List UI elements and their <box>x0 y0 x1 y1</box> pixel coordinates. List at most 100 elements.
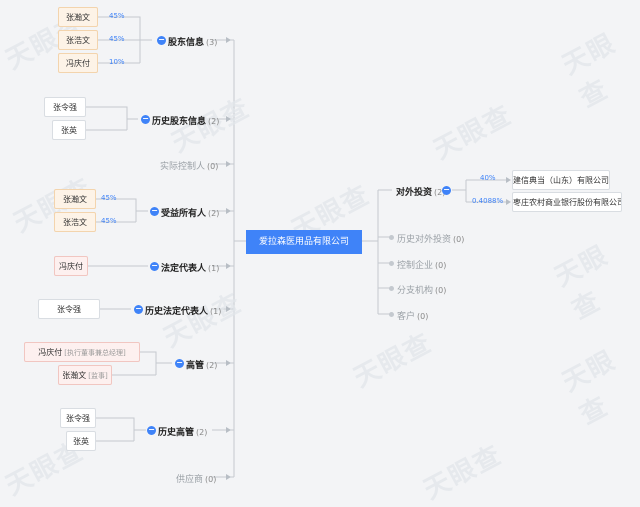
shareholder-node[interactable]: 张瀚文 <box>58 7 98 27</box>
group-label: 供应商 <box>176 475 204 485</box>
watermark: 天眼查 <box>557 28 622 114</box>
group-history-legal-rep[interactable]: 历史法定代表人(1) <box>145 304 221 317</box>
history-shareholder-node[interactable]: 张令强 <box>44 97 86 117</box>
group-label: 高管 <box>186 361 205 371</box>
shareholding-pct: 45% <box>109 35 125 43</box>
group-count: (2) <box>434 188 446 197</box>
arrow-right-icon <box>226 474 231 480</box>
executive-name: 冯庆付 <box>38 348 63 357</box>
executive-node[interactable]: 冯庆付[执行董事兼总经理] <box>24 342 140 362</box>
group-count: (0) <box>435 261 447 270</box>
watermark: 天眼查 <box>557 345 622 431</box>
group-label: 历史高管 <box>158 428 195 438</box>
minus-circle-icon[interactable]: − <box>157 35 166 45</box>
group-count: (0) <box>417 312 429 321</box>
group-label: 股东信息 <box>168 38 205 48</box>
minus-circle-icon[interactable]: − <box>150 206 159 216</box>
group-controlled-companies[interactable]: 控制企业(0) <box>397 258 446 271</box>
legal-rep-node[interactable]: 冯庆付 <box>54 256 88 276</box>
group-executives[interactable]: 高管(2) <box>186 358 217 371</box>
group-shareholders[interactable]: 股东信息(3) <box>168 35 217 48</box>
shareholding-pct: 10% <box>109 58 125 66</box>
executive-node[interactable]: 张瀚文[监事] <box>58 365 112 385</box>
arrow-right-icon <box>226 37 231 43</box>
group-label: 历史法定代表人 <box>145 307 209 317</box>
benefit-pct: 45% <box>101 217 117 225</box>
group-investments[interactable]: 对外投资(2) <box>396 185 445 198</box>
group-count: (1) <box>210 307 222 316</box>
node-dot <box>389 286 394 291</box>
group-label: 对外投资 <box>396 188 433 198</box>
shareholder-node[interactable]: 冯庆付 <box>58 53 98 73</box>
group-count: (0) <box>435 286 447 295</box>
node-dot <box>389 235 394 240</box>
group-history-investments[interactable]: 历史对外投资(0) <box>397 232 464 245</box>
group-label: 客户 <box>397 312 416 322</box>
group-suppliers[interactable]: 供应商(0) <box>176 472 216 485</box>
arrow-right-icon <box>226 161 231 167</box>
watermark: 天眼查 <box>419 439 508 506</box>
group-actual-controller[interactable]: 实际控制人(0) <box>160 159 218 172</box>
watermark: 天眼查 <box>550 240 614 326</box>
group-beneficiaries[interactable]: 受益所有人(2) <box>161 206 219 219</box>
arrow-right-icon <box>226 116 231 122</box>
group-customers[interactable]: 客户(0) <box>397 309 428 322</box>
group-count: (2) <box>196 428 208 437</box>
executive-role: [执行董事兼总经理] <box>64 349 126 357</box>
minus-circle-icon[interactable]: − <box>175 358 184 368</box>
node-dot <box>389 261 394 266</box>
shareholding-pct: 45% <box>109 12 125 20</box>
group-label: 历史对外投资 <box>397 235 452 245</box>
history-shareholder-node[interactable]: 张英 <box>52 120 86 140</box>
history-executive-node[interactable]: 张英 <box>66 431 96 451</box>
investment-pct: 40% <box>480 174 496 182</box>
group-count: (2) <box>206 361 218 370</box>
arrow-right-icon <box>226 360 231 366</box>
beneficiary-node[interactable]: 张瀚文 <box>54 189 96 209</box>
group-count: (0) <box>207 162 219 171</box>
minus-circle-icon[interactable]: − <box>150 261 159 271</box>
watermark: 天眼查 <box>159 287 248 354</box>
history-executive-node[interactable]: 张令强 <box>60 408 96 428</box>
arrow-right-icon <box>226 208 231 214</box>
invested-company-node[interactable]: 建信典当（山东）有限公司 <box>512 170 610 190</box>
node-dot <box>389 312 394 317</box>
group-count: (2) <box>208 209 220 218</box>
group-count: (3) <box>206 38 218 47</box>
group-label: 分支机构 <box>397 286 434 296</box>
arrow-right-icon <box>506 199 511 205</box>
group-label: 法定代表人 <box>161 264 207 274</box>
arrow-right-icon <box>226 306 231 312</box>
history-legal-rep-node[interactable]: 张令强 <box>38 299 100 319</box>
watermark: 天眼查 <box>429 99 518 166</box>
group-history-executives[interactable]: 历史高管(2) <box>158 425 207 438</box>
minus-circle-icon[interactable]: − <box>147 425 156 435</box>
group-count: (0) <box>453 235 465 244</box>
shareholder-node[interactable]: 张浩文 <box>58 30 98 50</box>
benefit-pct: 45% <box>101 194 117 202</box>
group-label: 实际控制人 <box>160 162 206 172</box>
arrow-right-icon <box>226 263 231 269</box>
group-history-shareholders[interactable]: 历史股东信息(2) <box>152 114 219 127</box>
group-label: 历史股东信息 <box>152 117 207 127</box>
invested-company-node[interactable]: 枣庄农村商业银行股份有限公司 <box>512 192 622 212</box>
executive-role: [监事] <box>88 372 108 380</box>
group-label: 受益所有人 <box>161 209 207 219</box>
group-legal-rep[interactable]: 法定代表人(1) <box>161 261 219 274</box>
beneficiary-node[interactable]: 张浩文 <box>54 212 96 232</box>
minus-circle-icon[interactable]: − <box>442 185 451 195</box>
arrow-right-icon <box>226 427 231 433</box>
watermark: 天眼查 <box>349 327 438 394</box>
minus-circle-icon[interactable]: − <box>141 114 150 124</box>
group-count: (2) <box>208 117 220 126</box>
minus-circle-icon[interactable]: − <box>134 304 143 314</box>
group-count: (0) <box>205 475 217 484</box>
company-node[interactable]: 爱拉森医用品有限公司 <box>246 230 362 254</box>
executive-name: 张瀚文 <box>62 371 87 380</box>
arrow-right-icon <box>506 177 511 183</box>
group-label: 控制企业 <box>397 261 434 271</box>
investment-pct: 0.4088% <box>472 197 504 205</box>
group-count: (1) <box>208 264 220 273</box>
group-branches[interactable]: 分支机构(0) <box>397 283 446 296</box>
